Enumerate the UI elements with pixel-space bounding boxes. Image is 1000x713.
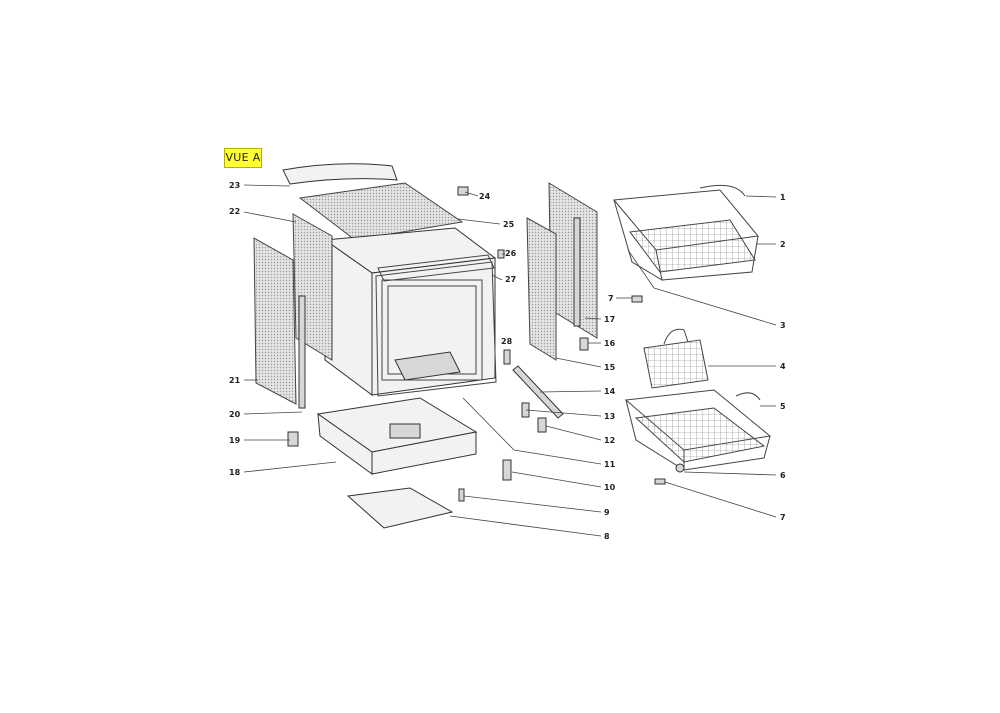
callout-25: 25 — [503, 220, 515, 229]
callout-27: 27 — [505, 275, 516, 284]
callout-12: 12 — [604, 436, 615, 445]
callout-3: 3 — [780, 321, 786, 330]
door-seal-part — [375, 261, 497, 397]
callout-19: 19 — [229, 436, 241, 445]
right-inner-panel-part — [526, 217, 557, 361]
top-handle-part — [282, 163, 398, 185]
callout-16: 16 — [604, 339, 616, 348]
bottom-plate-part — [346, 487, 454, 529]
callout-22: 22 — [229, 207, 240, 216]
screw-part — [458, 488, 465, 502]
callout-26: 26 — [505, 249, 517, 258]
leader-lines — [243, 184, 777, 537]
small-peg-part — [503, 349, 511, 365]
wheel-part — [675, 463, 685, 473]
callout-14: 14 — [604, 387, 616, 396]
tub-body-part — [323, 227, 497, 396]
cutlery-basket-part — [643, 328, 709, 389]
bracket-part — [579, 337, 589, 351]
wheel-axle-part — [654, 478, 666, 485]
callout-21: 21 — [229, 376, 241, 385]
worktop-panel-part — [298, 182, 464, 241]
callout-28: 28 — [501, 337, 513, 346]
callout-6: 6 — [780, 471, 786, 480]
callout-1: 1 — [780, 193, 786, 202]
side-strip-part — [298, 295, 306, 409]
basket-rail-part — [627, 249, 655, 289]
view-label-badge: VUE A — [224, 148, 262, 168]
adjustable-foot-part — [502, 459, 512, 481]
callout-23: 23 — [229, 181, 240, 190]
callout-24: 24 — [479, 192, 491, 201]
upper-basket-part — [613, 184, 759, 282]
clip-part — [457, 186, 469, 196]
callout-2: 2 — [780, 240, 786, 249]
callout-9: 9 — [604, 508, 610, 517]
callout-10: 10 — [604, 483, 616, 492]
callout-17: 17 — [604, 315, 615, 324]
callout-20: 20 — [229, 410, 241, 419]
callout-labels: 23 22 24 25 26 27 28 21 20 19 18 17 16 1… — [229, 181, 786, 541]
callout-11: 11 — [604, 460, 616, 469]
rail-part — [512, 365, 564, 419]
callout-8: 8 — [604, 532, 610, 541]
callout-7-lower: 7 — [780, 513, 786, 522]
callout-7-upper: 7 — [608, 294, 614, 303]
callout-18: 18 — [229, 468, 241, 477]
hinge-lower-part — [537, 417, 547, 433]
callout-15: 15 — [604, 363, 616, 372]
side-panel-front-part — [253, 237, 297, 405]
rod-part — [462, 397, 515, 451]
base-tray-part — [316, 397, 478, 475]
callout-5: 5 — [780, 402, 786, 411]
lower-basket-part — [624, 389, 772, 471]
roller-part — [631, 295, 643, 303]
foot-bracket-part — [287, 431, 299, 447]
callout-13: 13 — [604, 412, 615, 421]
callout-4: 4 — [780, 362, 786, 371]
